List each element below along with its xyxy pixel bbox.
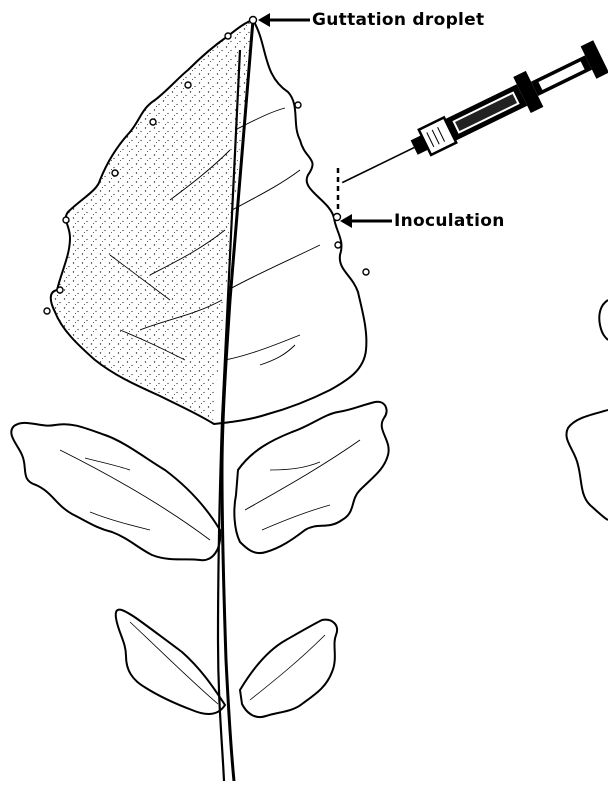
- left-leaflet-upper: [11, 423, 220, 560]
- right-leaflet-upper: [234, 402, 388, 553]
- right-leaflet-lower: [240, 620, 337, 717]
- left-leaflet-lower: [116, 610, 225, 714]
- guttation-droplet-label: Guttation droplet: [312, 10, 484, 30]
- inoculation-label: Inoculation: [394, 211, 505, 231]
- inoculation-arrow-icon: [340, 214, 392, 228]
- syringe-icon: [333, 38, 608, 200]
- partial-leaf-right: [566, 300, 608, 520]
- terminal-leaflet: [51, 20, 367, 424]
- guttation-arrow-icon: [258, 13, 310, 27]
